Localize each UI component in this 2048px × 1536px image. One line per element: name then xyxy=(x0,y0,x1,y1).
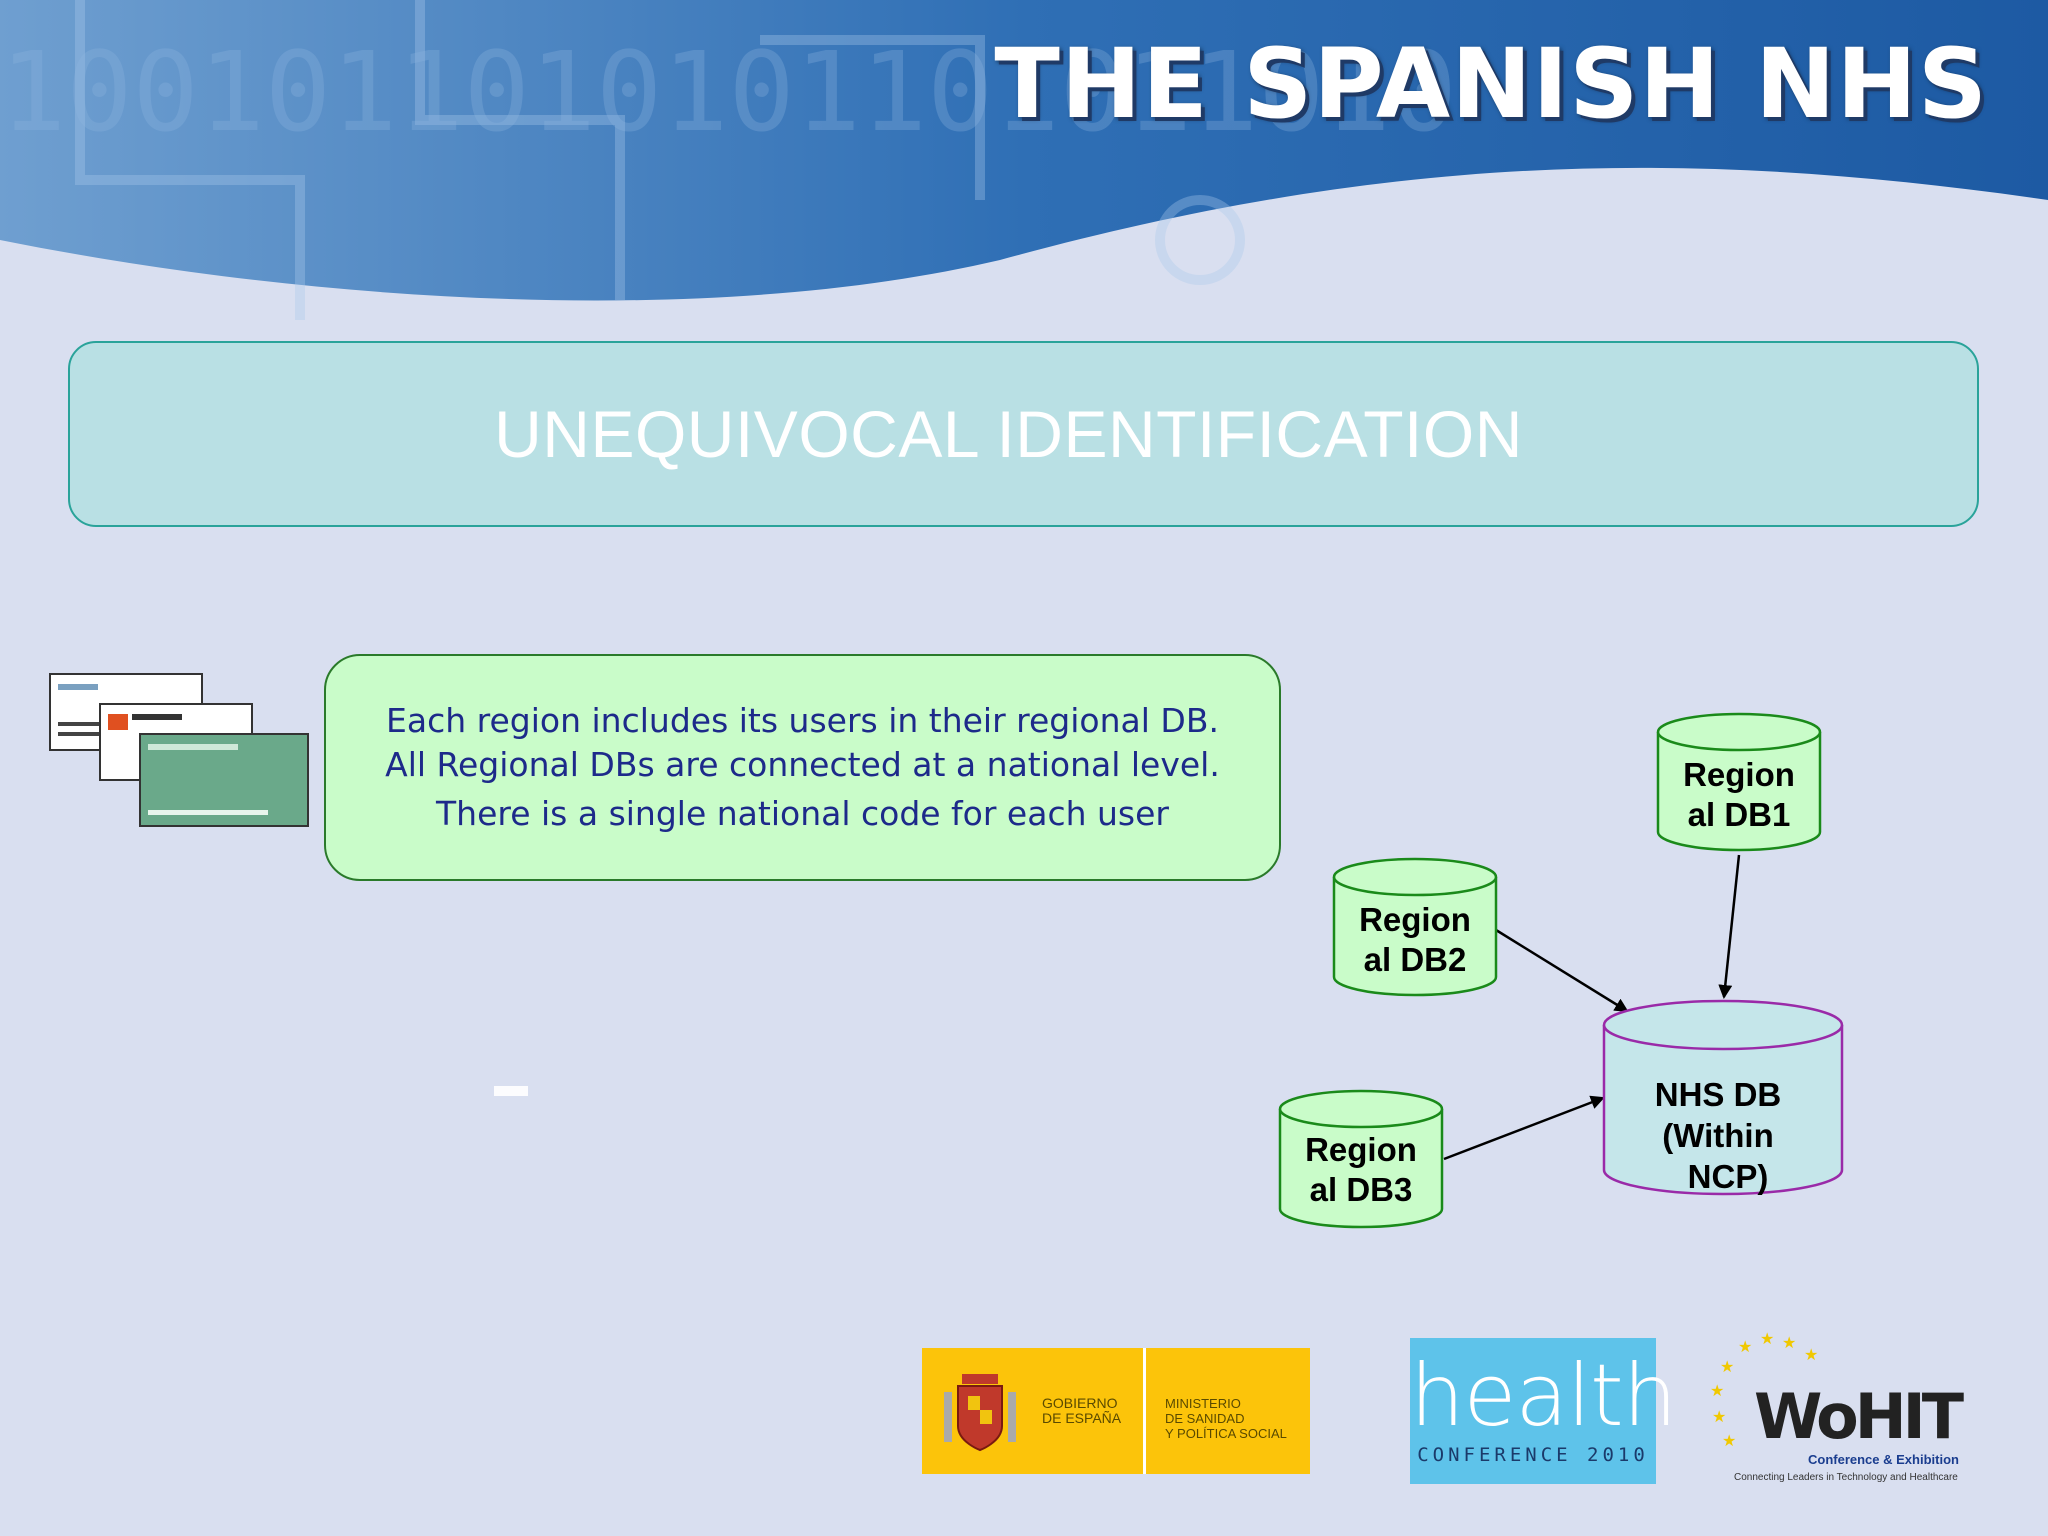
regional-db2-node: Region al DB2 xyxy=(1332,857,1498,997)
nhs-db-node: NHS DB (Within NCP) xyxy=(1602,999,1844,1196)
svg-text:★: ★ xyxy=(1760,1330,1774,1348)
wohit-tagline: Connecting Leaders in Technology and Hea… xyxy=(1734,1472,1958,1483)
info-line-1: Each region includes its users in their … xyxy=(386,701,1219,740)
gob-line1: GOBIERNO xyxy=(1042,1395,1118,1411)
db3-label-line2: al DB3 xyxy=(1310,1171,1413,1208)
regional-db3-node: Region al DB3 xyxy=(1278,1089,1444,1229)
nhs-label-line3: NCP) xyxy=(1688,1158,1769,1195)
gobierno-espana-logo: GOBIERNO DE ESPAÑA MINISTERIO DE SANIDAD… xyxy=(922,1348,1310,1474)
db1-label-line2: al DB1 xyxy=(1688,796,1791,833)
info-line-2: All Regional DBs are connected at a nati… xyxy=(385,745,1220,784)
page-title: THE SPANISH NHS xyxy=(994,28,1988,140)
db3-label-line1: Region xyxy=(1305,1131,1417,1168)
svg-text:★: ★ xyxy=(1712,1407,1726,1426)
svg-text:★: ★ xyxy=(1710,1381,1724,1400)
edge-db1-nhs xyxy=(1718,854,1741,999)
health-conference-logo: health CONFERENCE 2010 xyxy=(1410,1338,1677,1484)
svg-text:1001011010101101011010: 1001011010101101011010 xyxy=(0,28,1457,156)
nhs-label-line1: NHS DB xyxy=(1655,1076,1782,1113)
db2-label-line2: al DB2 xyxy=(1364,941,1467,978)
info-line-3: There is a single national code for each… xyxy=(436,794,1169,833)
health-cards-image xyxy=(49,673,309,827)
regional-db1-node: Region al DB1 xyxy=(1656,712,1822,852)
ministerio-line3: Y POLÍTICA SOCIAL xyxy=(1165,1426,1287,1441)
section-banner: UNEQUIVOCAL IDENTIFICATION xyxy=(68,341,1979,527)
svg-text:★: ★ xyxy=(1804,1345,1818,1364)
health-logo-subtitle: CONFERENCE 2010 xyxy=(1417,1444,1649,1466)
db2-label-line1: Region xyxy=(1359,901,1471,938)
svg-text:★: ★ xyxy=(1782,1333,1796,1352)
gob-line2: DE ESPAÑA xyxy=(1042,1410,1122,1426)
nhs-label-line2: (Within xyxy=(1662,1117,1774,1154)
svg-text:★: ★ xyxy=(1720,1357,1734,1376)
ministerio-line1: MINISTERIO xyxy=(1165,1396,1241,1411)
svg-text:★: ★ xyxy=(1738,1337,1752,1356)
logo-divider xyxy=(1143,1348,1146,1474)
header-background: 1001011010101101011010 xyxy=(0,0,2048,320)
health-logo-word: health xyxy=(1410,1346,1677,1446)
wohit-logo: ★★★ ★★★ ★★ WoHIT Conference & Exhibition… xyxy=(1700,1330,1970,1490)
edge-db3-nhs xyxy=(1443,1095,1605,1161)
wohit-name: WoHIT xyxy=(1754,1380,1964,1453)
banner-title: UNEQUIVOCAL IDENTIFICATION xyxy=(494,397,1523,471)
ministerio-line2: DE SANIDAD xyxy=(1165,1411,1245,1426)
wohit-subtitle: Conference & Exhibition xyxy=(1808,1452,1959,1467)
edge-db2-nhs xyxy=(1495,928,1629,1013)
info-box: Each region includes its users in their … xyxy=(324,654,1281,881)
svg-text:★: ★ xyxy=(1722,1431,1736,1450)
db1-label-line1: Region xyxy=(1683,756,1795,793)
eu-stars-icon: ★★★ ★★★ ★★ xyxy=(1710,1330,1818,1450)
decorative-dash xyxy=(494,1086,528,1096)
coat-of-arms-icon xyxy=(944,1374,1016,1452)
